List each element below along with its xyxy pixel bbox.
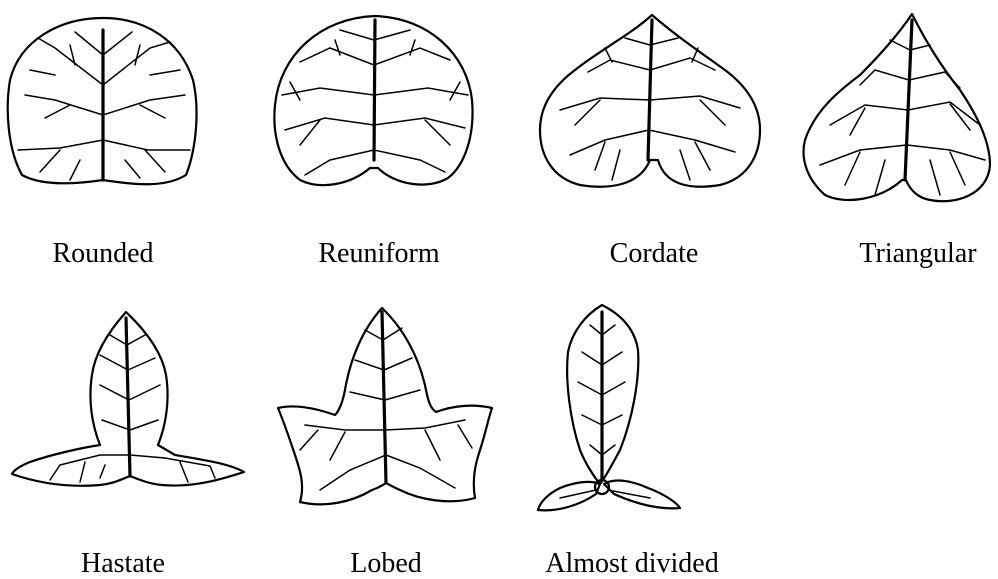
leaf-reuniform: [274, 16, 472, 185]
leaf-almost-divided: [538, 305, 680, 510]
caption-almost-divided: Almost divided: [545, 550, 718, 578]
caption-cordate: Cordate: [610, 240, 699, 268]
caption-hastate: Hastate: [81, 550, 165, 578]
leaf-hastate: [12, 312, 244, 486]
leaf-lobed: [278, 308, 492, 504]
caption-triangular: Triangular: [859, 240, 976, 268]
caption-reuniform: Reuniform: [318, 240, 439, 268]
leaf-cordate: [540, 15, 760, 187]
leaf-triangular: [804, 14, 990, 201]
caption-rounded: Rounded: [52, 240, 153, 268]
caption-lobed: Lobed: [350, 550, 422, 578]
leaf-rounded: [8, 18, 197, 184]
